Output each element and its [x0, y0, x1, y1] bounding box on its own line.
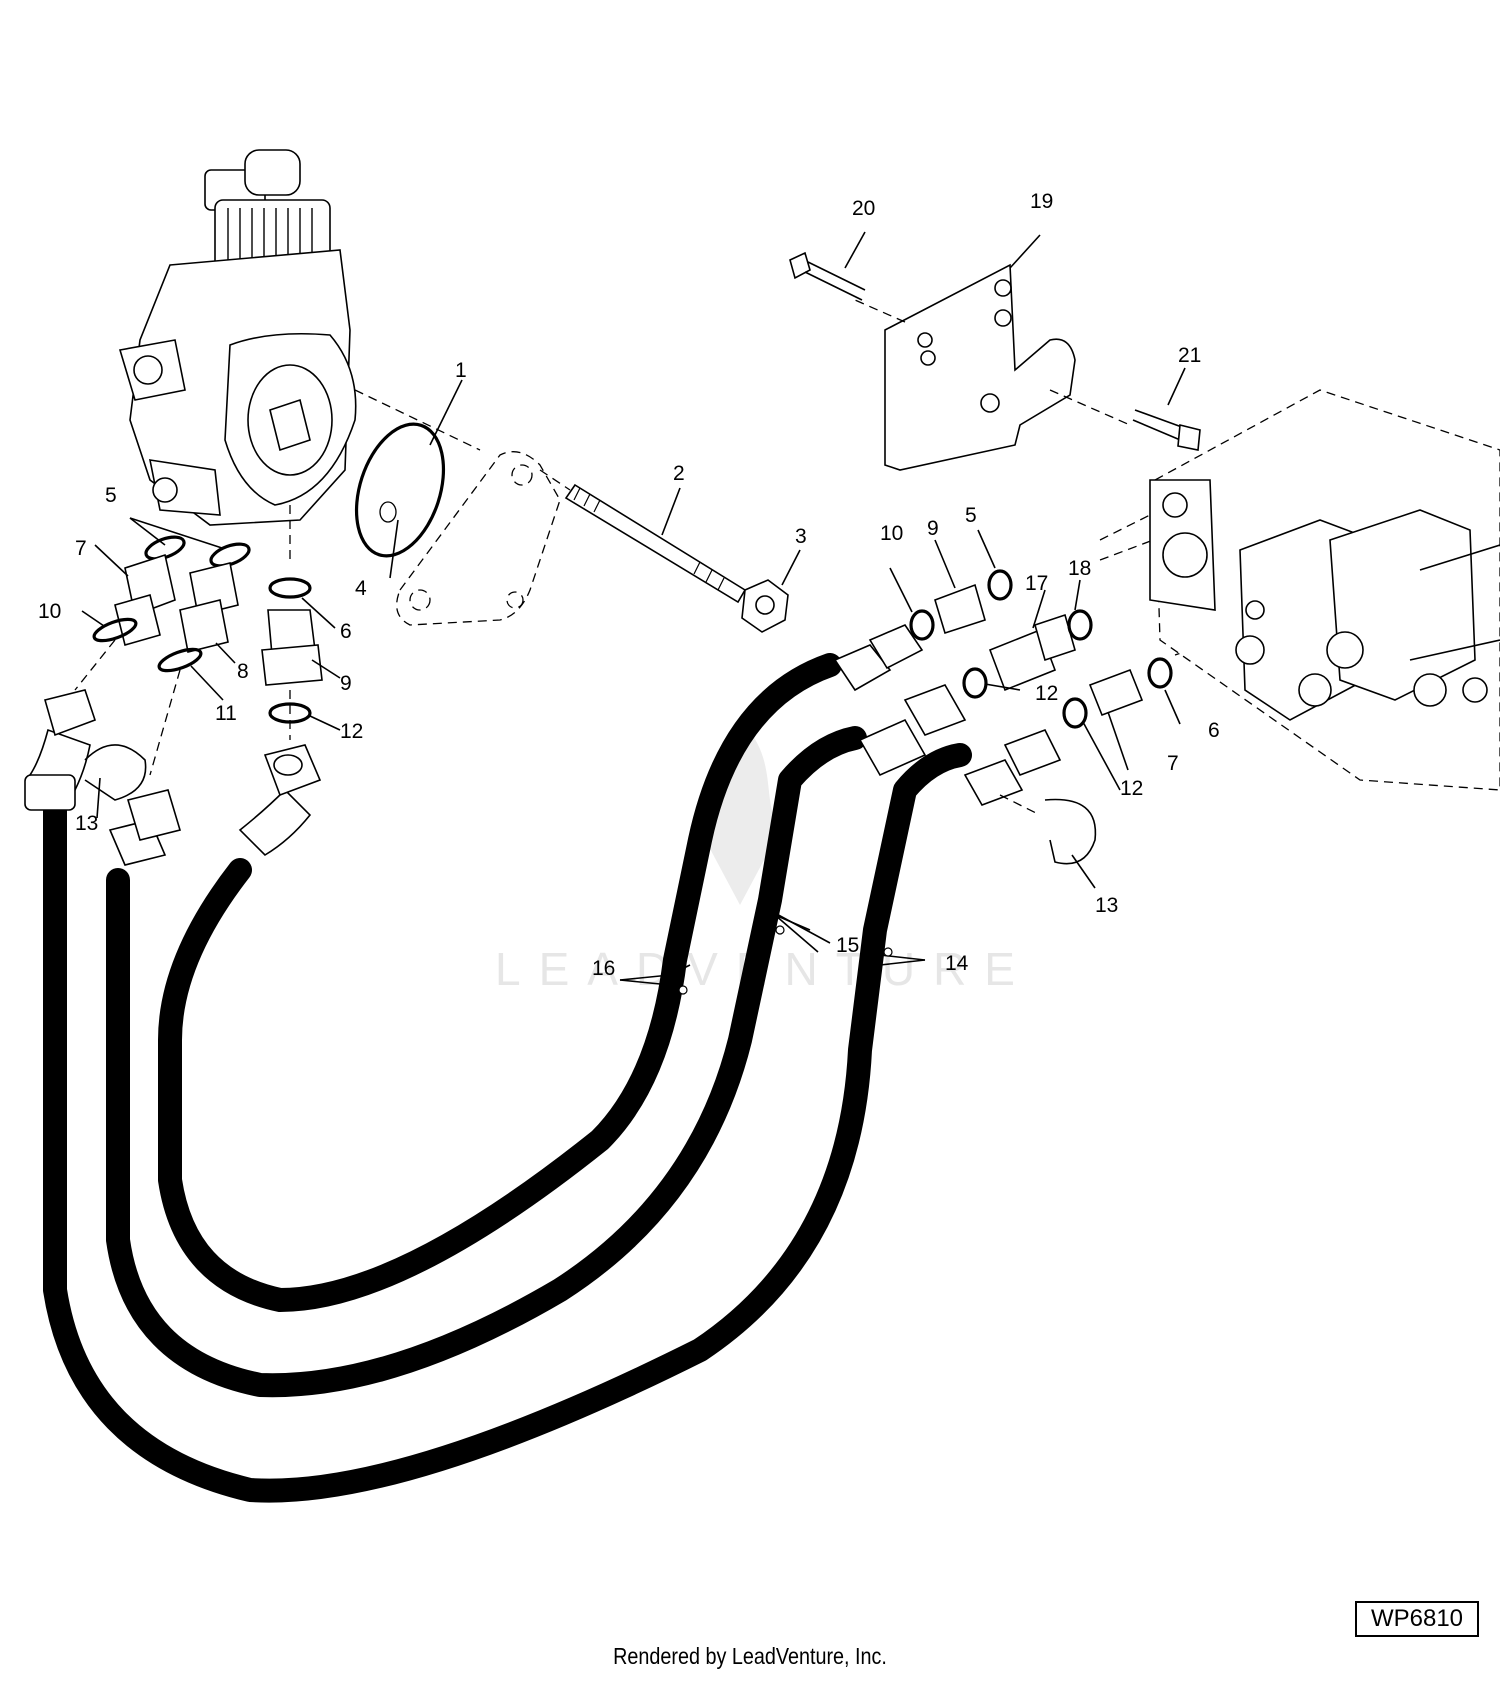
stud-2 — [539, 469, 747, 604]
callout-4: 4 — [355, 577, 367, 600]
bolt-20 — [789, 251, 866, 301]
figure-code: WP6810 — [1355, 1601, 1479, 1637]
callout-12-left: 12 — [340, 720, 363, 743]
callout-9-right: 9 — [927, 517, 939, 540]
callout-19: 19 — [1030, 190, 1053, 213]
callout-20: 20 — [852, 197, 875, 220]
callout-6-left: 6 — [340, 620, 352, 643]
left-fittings — [74, 535, 323, 776]
hose-end-fittings-right — [833, 624, 1062, 816]
bolt-21 — [1132, 409, 1201, 451]
callout-1: 1 — [455, 359, 467, 382]
callout-11: 11 — [215, 702, 237, 725]
callout-13-left: 13 — [75, 812, 98, 835]
callout-12-right-upper: 12 — [1035, 682, 1058, 705]
hose-16 — [158, 653, 842, 1312]
hose-end-fittings-left — [24, 689, 322, 866]
callout-17: 17 — [1025, 572, 1048, 595]
mounting-bracket-19 — [854, 263, 1131, 471]
hose-15 — [106, 726, 867, 1398]
callout-labels: 1 2 3 4 5 6 7 8 9 10 11 12 13 14 15 16 1… — [38, 190, 1220, 980]
callout-9-left: 9 — [340, 672, 352, 695]
hose-14 — [43, 743, 972, 1503]
callout-5-right: 5 — [965, 504, 977, 527]
snap-ring-13-right — [1044, 798, 1097, 865]
callout-3: 3 — [795, 525, 807, 548]
callout-12-right-lower: 12 — [1120, 777, 1143, 800]
callout-16: 16 — [592, 957, 615, 980]
callout-15: 15 — [836, 934, 859, 957]
callout-7-left: 7 — [75, 537, 87, 560]
callout-10-right: 10 — [880, 522, 903, 545]
nut-3 — [741, 579, 789, 633]
callout-18: 18 — [1068, 557, 1091, 580]
callout-14: 14 — [945, 952, 969, 975]
callout-13-right: 13 — [1095, 894, 1118, 917]
callout-7-right: 7 — [1167, 752, 1179, 775]
footer-credit: Rendered by LeadVenture, Inc. — [613, 1643, 887, 1669]
pump-plate — [396, 451, 561, 626]
callout-10-left: 10 — [38, 600, 61, 623]
callout-21: 21 — [1178, 344, 1201, 367]
callout-5-left: 5 — [105, 484, 117, 507]
o-ring-1 — [354, 422, 446, 558]
control-valve-block — [1099, 389, 1500, 791]
callout-6-right: 6 — [1208, 719, 1220, 742]
callout-8: 8 — [237, 660, 249, 683]
valve-assembly — [118, 149, 481, 560]
leader-lines — [81, 231, 1186, 996]
right-fittings — [909, 529, 1206, 729]
callout-2: 2 — [673, 462, 685, 485]
